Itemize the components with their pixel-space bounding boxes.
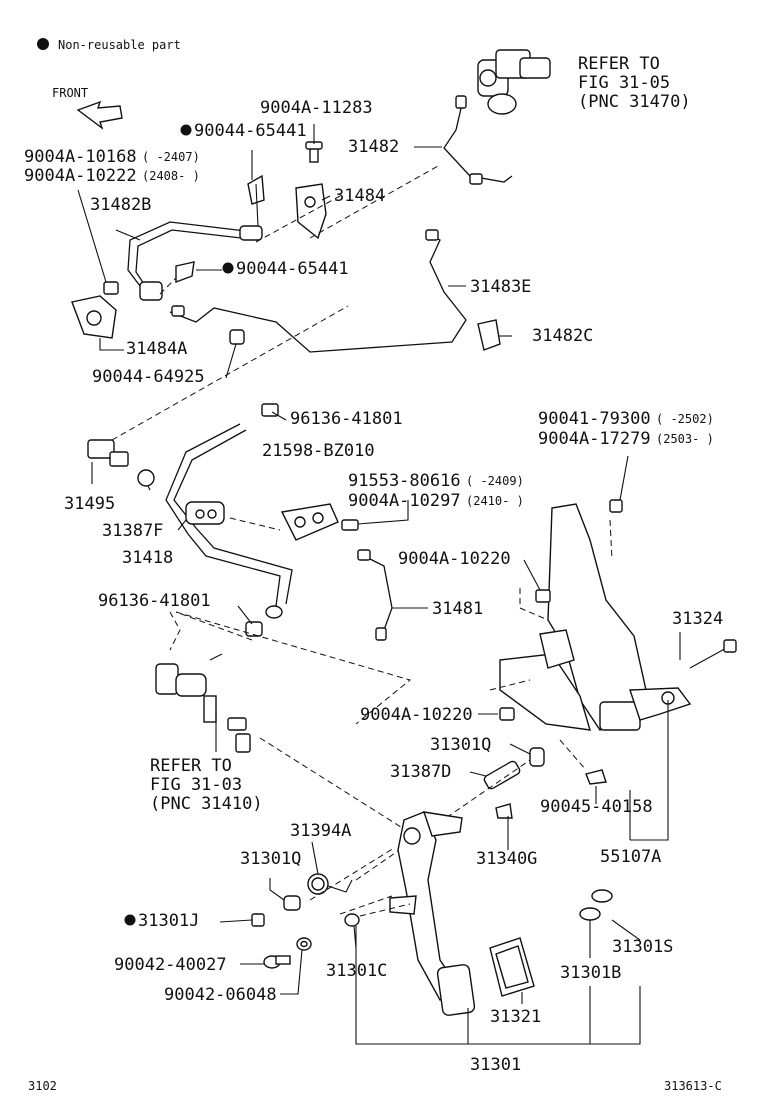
front-label: FRONT	[52, 86, 88, 100]
label-31482: 31482	[348, 137, 399, 157]
label-90045-40158: 90045-40158	[540, 797, 653, 817]
label-21598-BZ010: 21598-BZ010	[262, 441, 375, 461]
label-31481: 31481	[432, 599, 483, 619]
label-31301S: 31301S	[612, 937, 673, 957]
label-31301J: 31301J	[138, 911, 199, 931]
label-9004A-10220-b: 9004A-10220	[360, 705, 473, 725]
label-31301Q-b: 31301Q	[240, 849, 301, 869]
footer-left: 3102	[28, 1079, 57, 1093]
label-90041-79300-range: ( -2502)	[656, 412, 714, 426]
label-9004A-10168: 9004A-10168	[24, 147, 137, 167]
label-90042-40027: 90042-40027	[114, 955, 227, 975]
label-31387D: 31387D	[390, 762, 451, 782]
label-55107A: 55107A	[600, 847, 661, 867]
label-9004A-11283: 9004A-11283	[260, 98, 373, 118]
label-9004A-10168-range: ( -2407)	[142, 150, 200, 164]
label-90042-06048: 90042-06048	[164, 985, 277, 1005]
label-96136-41801-a: 96136-41801	[290, 409, 403, 429]
label-31387F: 31387F	[102, 521, 163, 541]
non-reusable-bullet-icon	[180, 124, 192, 136]
label-91553-80616-range: ( -2409)	[466, 474, 524, 488]
label-31301: 31301	[470, 1055, 521, 1075]
refer-mid-line3: (PNC 31410)	[150, 794, 263, 814]
label-90044-64925: 90044-64925	[92, 367, 205, 387]
clutch-master-cylinder-top	[477, 49, 551, 115]
label-9004A-17279-range: (2503- )	[656, 432, 714, 446]
label-31418: 31418	[122, 548, 173, 568]
label-9004A-10222-range: (2408- )	[142, 169, 200, 183]
legend-text: Non-reusable part	[58, 38, 181, 52]
label-31484: 31484	[334, 186, 385, 206]
label-31482C: 31482C	[532, 326, 593, 346]
front-arrow-icon	[76, 100, 123, 130]
label-31301Q-a: 31301Q	[430, 735, 491, 755]
label-31394A: 31394A	[290, 821, 351, 841]
label-31321: 31321	[490, 1007, 541, 1027]
refer-mid-line2: FIG 31-03	[150, 775, 242, 795]
label-31301B: 31301B	[560, 963, 621, 983]
label-31482B: 31482B	[90, 195, 151, 215]
label-96136-41801-b: 96136-41801	[98, 591, 211, 611]
refer-mid-line1: REFER TO	[150, 756, 232, 776]
label-31483E: 31483E	[470, 277, 531, 297]
label-31301C: 31301C	[326, 961, 387, 981]
non-reusable-bullet-icon	[222, 262, 234, 274]
footer-right: 313613-C	[664, 1079, 722, 1093]
label-9004A-10297-range: (2410- )	[466, 494, 524, 508]
refer-top-line2: FIG 31-05	[578, 73, 670, 93]
label-9004A-10220-a: 9004A-10220	[398, 549, 511, 569]
label-90044-65441-b: 90044-65441	[236, 259, 349, 279]
clutch-master-cylinder-mid	[155, 653, 251, 753]
spring-icon	[307, 873, 353, 895]
label-91553-80616: 91553-80616	[348, 471, 461, 491]
label-9004A-10222: 9004A-10222	[24, 166, 137, 186]
pedal-bracket-assembly	[499, 503, 692, 731]
non-reusable-bullet-icon	[124, 914, 136, 926]
label-9004A-10297: 9004A-10297	[348, 491, 461, 511]
refer-top-line3: (PNC 31470)	[578, 92, 691, 112]
label-31340G: 31340G	[476, 849, 537, 869]
label-31495: 31495	[64, 494, 115, 514]
refer-top-line1: REFER TO	[578, 54, 660, 74]
label-31324: 31324	[672, 609, 723, 629]
label-90041-79300: 90041-79300	[538, 409, 651, 429]
label-31484A: 31484A	[126, 339, 187, 359]
label-9004A-17279: 9004A-17279	[538, 429, 651, 449]
label-90044-65441-a: 90044-65441	[194, 121, 307, 141]
non-reusable-bullet-icon	[37, 38, 49, 50]
clutch-pedal-arm	[389, 811, 476, 1016]
